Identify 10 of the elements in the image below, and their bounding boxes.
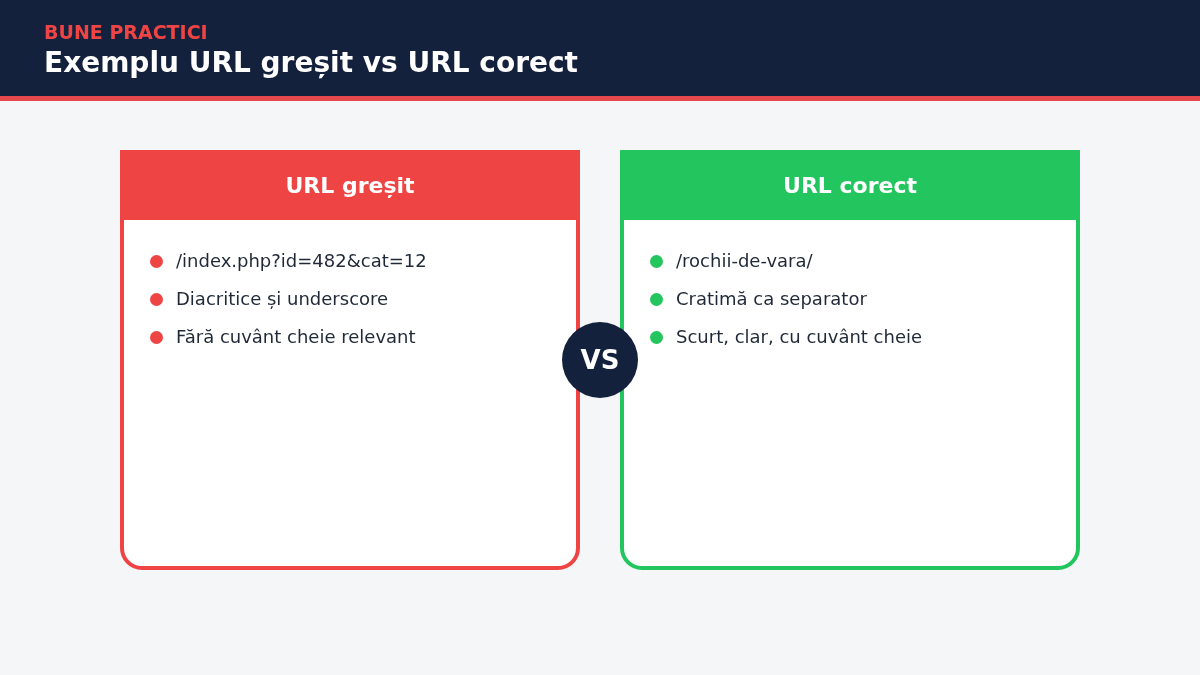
page-title: Exemplu URL greșit vs URL corect (44, 45, 578, 81)
list-item-text: /rochii-de-vara/ (676, 249, 813, 273)
list-item-text: Fără cuvânt cheie relevant (176, 325, 416, 349)
section-kicker: BUNE PRACTICI (44, 20, 208, 44)
list-item-text: /index.php?id=482&cat=12 (176, 249, 427, 273)
comparison-card (620, 150, 1080, 570)
comparison-card (120, 150, 580, 570)
list-item-text: Scurt, clar, cu cuvânt cheie (676, 325, 923, 349)
list-item-text: Cratimă ca separator (676, 287, 867, 311)
list-item-text: Diacritice și underscore (176, 287, 389, 311)
